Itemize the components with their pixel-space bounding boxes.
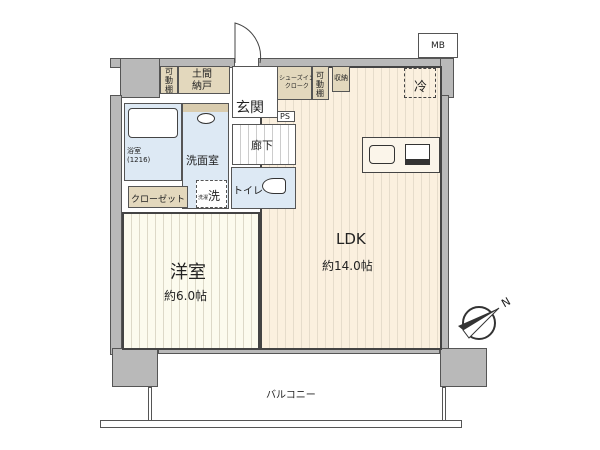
- ps-label: PS: [280, 112, 290, 121]
- doma-storage: 土間 納戸: [178, 66, 230, 94]
- stove-icon: [405, 144, 430, 165]
- corridor: 廊下: [232, 124, 296, 165]
- wall-corner-bottom-left: [112, 348, 158, 387]
- western-room: [122, 212, 260, 350]
- balcony-rail: [100, 420, 462, 428]
- sink-icon: [369, 145, 395, 164]
- washer-pan-label: 洗濯: [198, 195, 209, 201]
- shoes-label: シューズイン クローク: [279, 75, 315, 90]
- washer-label: 洗: [208, 189, 221, 203]
- shelf-1: 可 動 棚: [160, 66, 178, 94]
- compass-icon: [458, 306, 500, 340]
- washer-space: 洗濯 洗: [196, 180, 227, 208]
- entrance-label: 玄関: [236, 100, 264, 116]
- fridge-label: 冷: [414, 80, 428, 95]
- pipe-space: PS: [277, 111, 295, 122]
- wall-corner-top-right: [440, 58, 454, 98]
- shelf-2: 可 動 棚: [312, 66, 329, 100]
- closet-label: クローゼット: [131, 195, 186, 205]
- toilet: トイレ: [231, 167, 296, 209]
- ldk-size: 約14.0帖: [322, 259, 373, 273]
- western-room-size: 約6.0帖: [164, 289, 208, 303]
- corridor-label: 廊下: [251, 139, 273, 152]
- doma-label: 土間 納戸: [192, 69, 212, 92]
- closet: クローゼット: [128, 186, 188, 208]
- bathroom: 浴室 (1216): [124, 103, 182, 181]
- storage-label: 収納: [334, 74, 348, 82]
- shelf-2-label: 可 動 棚: [316, 71, 324, 98]
- bathtub-icon: [128, 108, 178, 138]
- toilet-icon: [262, 178, 286, 194]
- balcony-label: バルコニー: [266, 390, 316, 401]
- meter-box: MB: [418, 33, 458, 58]
- storage: 収納: [332, 66, 350, 92]
- wall-corner-top-left: [120, 58, 160, 98]
- shelf-1-label: 可 動 棚: [165, 67, 173, 94]
- toilet-label: トイレ: [233, 186, 263, 197]
- wall-corner-bottom-right: [440, 348, 487, 387]
- kitchen-counter: [362, 137, 440, 173]
- washroom-label: 洗面室: [186, 154, 219, 167]
- shoes-closet: シューズイン クローク: [277, 66, 315, 100]
- entrance-door: [234, 22, 262, 64]
- vanity: [183, 104, 228, 112]
- fridge-space: 冷: [404, 68, 436, 98]
- bathroom-label: 浴室 (1216): [127, 147, 151, 164]
- mb-label: MB: [431, 41, 445, 51]
- basin-icon: [197, 113, 215, 124]
- wall-left: [110, 95, 122, 355]
- balcony-post-left: [148, 387, 152, 421]
- ldk-label: LDK: [336, 230, 366, 248]
- entrance: 玄関: [232, 66, 278, 118]
- western-room-label: 洋室: [170, 262, 206, 283]
- balcony-post-right: [442, 387, 446, 421]
